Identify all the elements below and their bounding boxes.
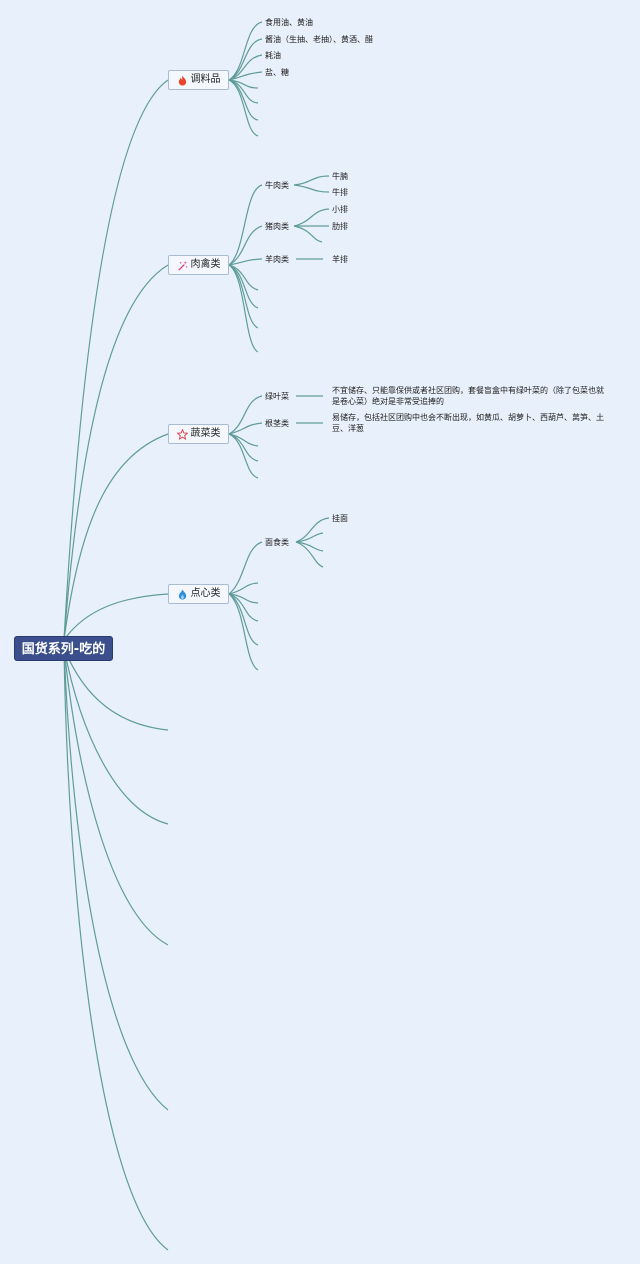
star-outline-icon [176,428,188,440]
group-label[interactable]: 猪肉类 [265,222,289,231]
branch-meat [63,264,169,641]
list-item[interactable]: 挂面 [332,514,348,523]
branch-vegetables [63,433,169,641]
category-seasoning[interactable]: 调料品 [168,70,229,90]
category-label: 调料品 [190,74,221,85]
list-item[interactable]: 肋排 [332,222,348,231]
branch-seasoning [63,79,169,641]
category-vegetables[interactable]: 蔬菜类 [168,424,229,444]
branch-snacks [63,593,169,641]
category-snacks[interactable]: 点心类 [168,584,229,604]
list-item[interactable]: 盐、糖 [265,68,289,77]
group-label[interactable]: 羊肉类 [265,255,289,264]
category-label: 蔬菜类 [190,428,221,439]
branch-empty-4 [63,647,169,1111]
group-label[interactable]: 牛肉类 [265,181,289,190]
flame-blue-icon [177,588,188,600]
list-item[interactable]: 酱油（生抽、老抽）、黄酒、醋 [265,35,373,44]
list-item[interactable]: 食用油、黄油 [265,18,313,27]
root-node[interactable]: 国货系列-吃的 [14,636,113,661]
group-label[interactable]: 根茎类 [265,419,289,428]
branch-empty-5 [63,647,169,1251]
list-item[interactable]: 牛排 [332,188,348,197]
group-label[interactable]: 绿叶菜 [265,392,289,401]
category-label: 肉禽类 [190,259,221,270]
list-item[interactable]: 牛腩 [332,172,348,181]
group-label[interactable]: 面食类 [265,538,289,547]
category-label: 点心类 [190,588,221,599]
branch-empty-2 [63,647,169,825]
fire-icon [177,74,188,86]
group-note[interactable]: 不宜储存、只能靠保供或者社区团购，套餐盲盒中有绿叶菜的（除了包菜也就是卷心菜）绝… [332,386,604,406]
list-item[interactable]: 羊排 [332,255,348,264]
group-note[interactable]: 易储存，包括社区团购中也会不断出现，如黄瓜、胡萝卜、西葫芦、莴笋、土豆、洋葱 [332,413,604,433]
list-item[interactable]: 耗油 [265,51,281,60]
branch-empty-1 [63,647,169,731]
list-item[interactable]: 小排 [332,205,348,214]
branch-empty-3 [63,647,169,946]
magic-wand-icon [177,260,188,271]
category-meat[interactable]: 肉禽类 [168,255,229,275]
